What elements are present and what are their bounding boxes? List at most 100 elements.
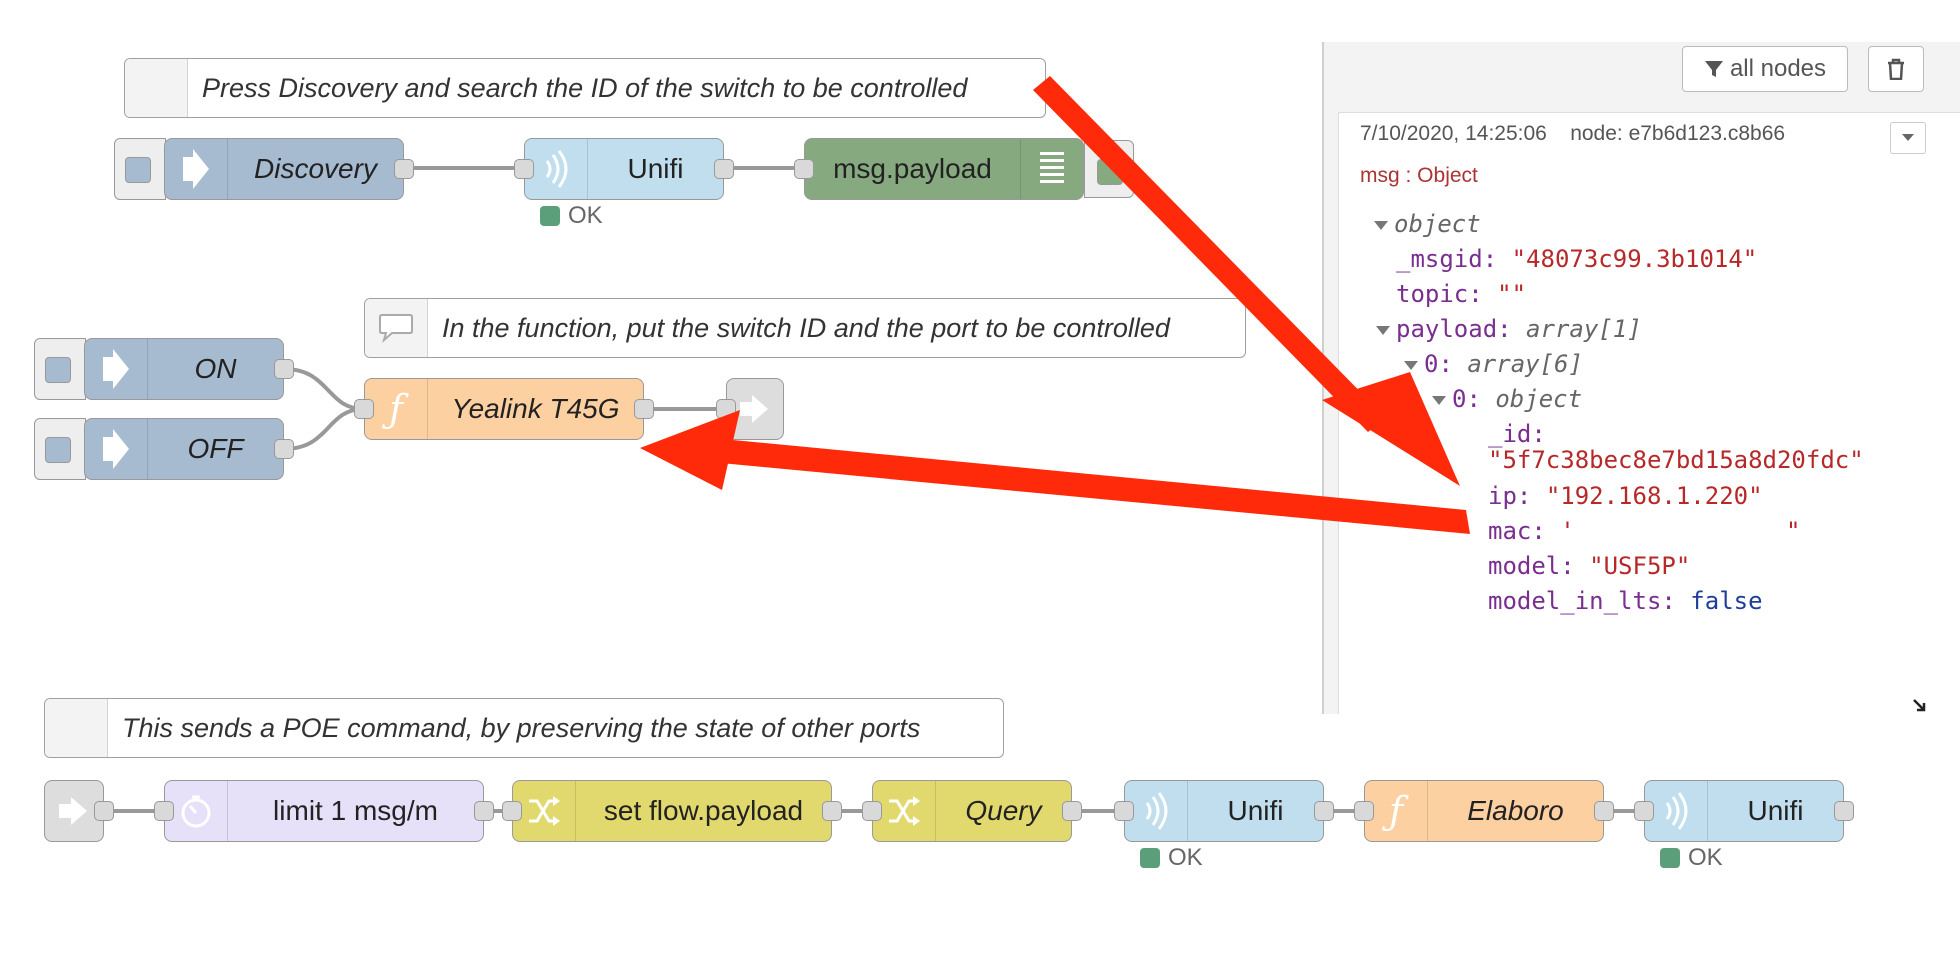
delay-node[interactable]: limit 1 msg/m (154, 780, 494, 842)
message-header: 7/10/2020, 14:25:06 node: e7b6d123.c8b66 (1360, 122, 1785, 146)
caret-down-icon (1376, 325, 1390, 335)
function-node-elaboro[interactable]: ƒ Elaboro (1354, 780, 1614, 842)
input-port[interactable] (514, 159, 534, 179)
node-label: limit 1 msg/m (273, 795, 438, 826)
tree-row-ip: ip: "192.168.1.220" (1488, 482, 1763, 510)
output-port[interactable] (1594, 801, 1614, 821)
tree-row-index-0[interactable]: 0: array[6] (1404, 350, 1583, 378)
on-inject-node[interactable]: ON (84, 338, 294, 400)
node-label: Unifi (1747, 795, 1804, 826)
wire (283, 367, 365, 411)
comment-box (365, 299, 428, 357)
input-port[interactable] (1114, 801, 1134, 821)
link-in-node[interactable] (44, 780, 114, 842)
filter-label: all nodes (1729, 55, 1827, 82)
unifi-status: OK (1140, 844, 1203, 872)
resize-handle-icon[interactable] (1912, 698, 1928, 714)
unifi-status: OK (540, 202, 603, 230)
caret-down-icon (1404, 360, 1418, 370)
node-label: msg.payload (833, 153, 992, 184)
status-dot (540, 206, 560, 226)
tree-root[interactable]: object (1374, 210, 1481, 238)
arrow-shaft (1033, 76, 1386, 432)
link-out-icon (727, 379, 783, 439)
input-port[interactable] (1354, 801, 1374, 821)
unifi-node[interactable]: Unifi (514, 138, 734, 200)
caret-down-icon (1374, 220, 1388, 230)
debug-sidebar[interactable]: all nodes 7/10/2020, 14:25:06 node: e7b6… (1322, 42, 1960, 714)
input-port[interactable] (354, 399, 374, 419)
input-port[interactable] (502, 801, 522, 821)
output-port[interactable] (1062, 801, 1082, 821)
link-in-icon (45, 781, 103, 841)
output-port[interactable] (474, 801, 494, 821)
message-menu-button[interactable] (1890, 122, 1926, 154)
input-port[interactable] (794, 159, 814, 179)
wireless-icon (1125, 781, 1188, 841)
clear-messages-button[interactable] (1868, 46, 1924, 92)
change-node-set-flow[interactable]: set flow.payload (502, 780, 842, 842)
tree-row-msgid: _msgid: "48073c99.3b1014" (1396, 245, 1758, 273)
comment-text: This sends a POE command, by preserving … (122, 712, 921, 743)
discovery-inject-button[interactable] (114, 138, 166, 200)
comment-text: Press Discovery and search the ID of the… (202, 72, 968, 103)
node-label: OFF (187, 433, 244, 464)
input-port[interactable] (862, 801, 882, 821)
unifi-node-query[interactable]: Unifi (1114, 780, 1334, 842)
output-port[interactable] (1314, 801, 1334, 821)
message-node-id[interactable]: node: e7b6d123.c8b66 (1570, 122, 1786, 145)
output-port[interactable] (714, 159, 734, 179)
input-port[interactable] (1634, 801, 1654, 821)
node-label: Unifi (627, 153, 684, 184)
off-inject-node[interactable]: OFF (84, 418, 294, 480)
debug-node[interactable]: msg.payload (794, 138, 1084, 200)
tree-row-id-value: "5f7c38bec8e7bd15a8d20fdc" (1488, 446, 1864, 474)
output-port[interactable] (822, 801, 842, 821)
comment-discovery[interactable]: Press Discovery and search the ID of the… (124, 58, 1046, 118)
filter-nodes-button[interactable]: all nodes (1682, 46, 1848, 92)
off-inject-button[interactable] (34, 418, 86, 480)
tree-row-model: model: "USF5P" (1488, 552, 1691, 580)
link-out-node[interactable] (716, 378, 784, 440)
function-node-yealink[interactable]: ƒ Yealink T45G (354, 378, 654, 440)
output-port[interactable] (394, 159, 414, 179)
list-icon (1020, 139, 1083, 199)
on-inject-button[interactable] (34, 338, 86, 400)
comment-function[interactable]: In the function, put the switch ID and t… (364, 298, 1246, 358)
tree-row-index-0-0[interactable]: 0: object (1432, 385, 1582, 413)
output-port[interactable] (274, 359, 294, 379)
output-port[interactable] (1834, 801, 1854, 821)
node-label: set flow.payload (603, 795, 804, 826)
wire (283, 407, 365, 451)
unifi-node-command[interactable]: Unifi (1634, 780, 1854, 842)
wireless-icon (1645, 781, 1708, 841)
status-text: OK (568, 202, 603, 229)
arrow-head-icon (1322, 372, 1460, 486)
arrow-right-icon (85, 419, 148, 479)
output-port[interactable] (274, 439, 294, 459)
speech-bubble-icon (379, 314, 413, 343)
tree-row-topic: topic: "" (1396, 280, 1527, 308)
status-dot (1660, 848, 1680, 868)
function-icon: ƒ (365, 379, 428, 439)
change-node-query[interactable]: Query (862, 780, 1082, 842)
status-dot (1140, 848, 1160, 868)
tree-row-payload[interactable]: payload: array[1] (1376, 315, 1642, 343)
status-text: OK (1168, 844, 1203, 871)
trash-icon (1888, 58, 1904, 80)
discovery-node[interactable]: Discovery (164, 138, 414, 200)
timer-icon (165, 781, 228, 841)
comment-poe[interactable]: This sends a POE command, by preserving … (44, 698, 1004, 758)
tree-row-model-in-lts: model_in_lts: false (1488, 587, 1763, 615)
arrow-head-icon (640, 410, 740, 490)
status-text: OK (1688, 844, 1723, 871)
node-label: Discovery (254, 153, 377, 184)
node-label: Unifi (1227, 795, 1284, 826)
node-label: ON (194, 353, 237, 384)
output-port[interactable] (94, 801, 114, 821)
tree-row-mac: mac: ' (1488, 517, 1575, 545)
shuffle-icon (513, 781, 576, 841)
output-port[interactable] (634, 399, 654, 419)
comment-box (125, 59, 188, 117)
input-port[interactable] (154, 801, 174, 821)
